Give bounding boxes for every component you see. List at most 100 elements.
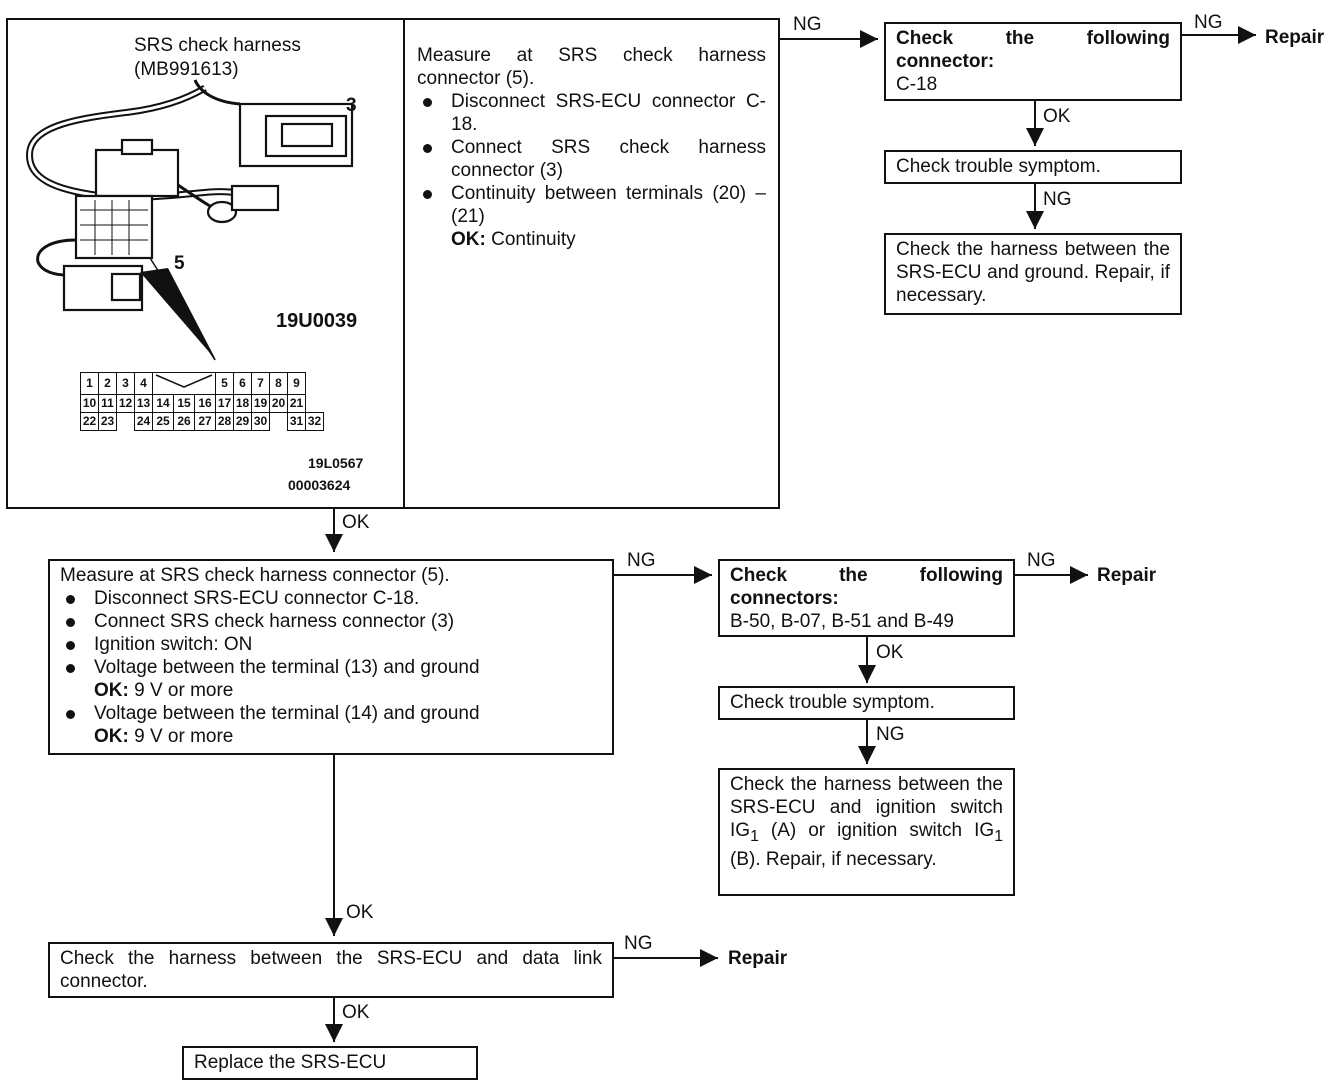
branch1-check-value: C-18 xyxy=(896,74,938,95)
pin-cell: 5 xyxy=(215,372,234,395)
pin-cell: 15 xyxy=(173,394,195,413)
ng-label-step1: NG xyxy=(793,14,822,35)
ok-label-branch2: OK xyxy=(876,642,904,663)
ng-label-branch2-symptom: NG xyxy=(876,724,905,745)
pin-gap xyxy=(270,413,288,431)
pin-cell: 29 xyxy=(233,412,252,431)
step1-ok-value: Continuity xyxy=(491,229,576,250)
pin-cell: 19 xyxy=(251,394,270,413)
pin-cell: 30 xyxy=(251,412,270,431)
step2-item: Disconnect SRS-ECU connector C-18. xyxy=(60,587,602,610)
branch2-check-box: Check the following connectors: B-50, B-… xyxy=(718,559,1015,637)
step2-ok: OK: 9 V or more xyxy=(94,725,602,748)
step2-item: Voltage between the terminal (14) and gr… xyxy=(60,702,602,748)
branch2-symptom-box: Check trouble symptom. xyxy=(718,686,1015,720)
pin-cell: 16 xyxy=(194,394,216,413)
final-box: Replace the SRS-ECU xyxy=(182,1046,478,1080)
step1-ok: OK: Continuity xyxy=(451,228,766,251)
branch2-harness-subscript: 1 xyxy=(750,827,759,845)
step2-list: Disconnect SRS-ECU connector C-18. Conne… xyxy=(60,587,602,748)
harness-illustration xyxy=(26,79,354,361)
step2-ok-value: 9 V or more xyxy=(134,726,234,747)
pin-cell: 22 xyxy=(80,412,99,431)
pin-cell: 7 xyxy=(251,372,270,395)
ok-label-step1: OK xyxy=(342,512,370,533)
repair-label-step3: Repair xyxy=(728,948,788,969)
ok-label-step2: OK xyxy=(346,902,374,923)
pin-gap xyxy=(152,372,216,395)
branch2-symptom-text: Check trouble symptom. xyxy=(730,692,935,713)
figure-panel: SRS check harness (MB991613) 3 5 19U0039… xyxy=(6,18,405,509)
branch2-check-value: B-50, B-07, B-51 and B-49 xyxy=(730,611,954,632)
pin-cell: 1 xyxy=(80,372,99,395)
pin-cell: 28 xyxy=(215,412,234,431)
step2-item-text: Voltage between the terminal (14) and gr… xyxy=(94,703,480,724)
step2-box: Measure at SRS check harness connector (… xyxy=(48,559,614,755)
pin-cell: 4 xyxy=(134,372,153,395)
repair-label-branch2: Repair xyxy=(1097,565,1157,586)
ng-label-branch1: NG xyxy=(1194,12,1223,33)
figure-title-line1: SRS check harness xyxy=(134,35,301,56)
ng-label-branch2: NG xyxy=(1027,550,1056,571)
ng-label-branch1-symptom: NG xyxy=(1043,189,1072,210)
step2-item-text: Voltage between the terminal (13) and gr… xyxy=(94,657,480,678)
keyway-icon xyxy=(155,374,213,388)
ng-label-step2: NG xyxy=(627,550,656,571)
branch2-harness-part-b: (A) or ignition switch IG xyxy=(758,820,995,841)
pin-cell: 26 xyxy=(173,412,195,431)
step2-ok-label: OK: xyxy=(94,680,129,701)
ok-label-step3: OK xyxy=(342,1002,370,1023)
branch1-harness-box: Check the harness between the SRS-ECU an… xyxy=(884,233,1182,315)
pin-cell: 21 xyxy=(287,394,306,413)
pin-cell: 9 xyxy=(287,372,306,395)
step2-item: Connect SRS check harness connector (3) xyxy=(60,610,602,633)
step2-intro: Measure at SRS check harness connector (… xyxy=(60,565,450,586)
pin-cell: 11 xyxy=(98,394,117,413)
branch1-symptom-box: Check trouble symptom. xyxy=(884,150,1182,184)
pin-cell: 25 xyxy=(152,412,174,431)
step2-ok: OK: 9 V or more xyxy=(94,679,602,702)
pin-cell: 27 xyxy=(194,412,216,431)
step1-item: Disconnect SRS-ECU connector C-18. xyxy=(417,90,766,136)
step2-ok-value: 9 V or more xyxy=(134,680,234,701)
figure-code-main: 19U0039 xyxy=(276,310,358,332)
pin-cell: 17 xyxy=(215,394,234,413)
step1-ok-label: OK: xyxy=(451,229,486,250)
pin-cell: 31 xyxy=(287,412,306,431)
pin-cell: 13 xyxy=(134,394,153,413)
ok-label-branch1: OK xyxy=(1043,106,1071,127)
step1-item: Continuity between terminals (20) – (21)… xyxy=(417,182,766,251)
step1-box: Measure at SRS check harness connector (… xyxy=(403,18,780,509)
figure-code-small: 19L0567 xyxy=(308,455,364,471)
step2-item: Voltage between the terminal (13) and gr… xyxy=(60,656,602,702)
pin-gap xyxy=(117,413,135,431)
branch1-harness-text: Check the harness between the SRS-ECU an… xyxy=(896,239,1170,306)
repair-label-branch1: Repair xyxy=(1265,27,1325,48)
pin-cell: 2 xyxy=(98,372,117,395)
figure-title-line2: (MB991613) xyxy=(134,59,239,80)
pin-cell: 3 xyxy=(116,372,135,395)
branch2-harness-part-a: Check the harness between the SRS-ECU an… xyxy=(730,774,1003,841)
pin-cell: 18 xyxy=(233,394,252,413)
pin-cell: 8 xyxy=(269,372,288,395)
branch1-check-title: Check the following connector: xyxy=(896,28,1170,72)
pin-cell: 23 xyxy=(98,412,117,431)
pin-cell: 24 xyxy=(134,412,153,431)
pin-cell: 32 xyxy=(305,412,324,431)
final-text: Replace the SRS-ECU xyxy=(194,1052,387,1073)
step2-ok-label: OK: xyxy=(94,726,129,747)
step2-item: Ignition switch: ON xyxy=(60,633,602,656)
pin-cell: 6 xyxy=(233,372,252,395)
pin-cell: 14 xyxy=(152,394,174,413)
pin-cell: 20 xyxy=(269,394,288,413)
ng-label-step3: NG xyxy=(624,933,653,954)
branch2-harness-part-c: (B). Repair, if necessary. xyxy=(730,848,937,870)
branch2-check-title: Check the following connectors: xyxy=(730,565,1003,609)
step3-text: Check the harness between the SRS-ECU an… xyxy=(60,948,602,992)
step1-item: Connect SRS check harness connector (3) xyxy=(417,136,766,182)
